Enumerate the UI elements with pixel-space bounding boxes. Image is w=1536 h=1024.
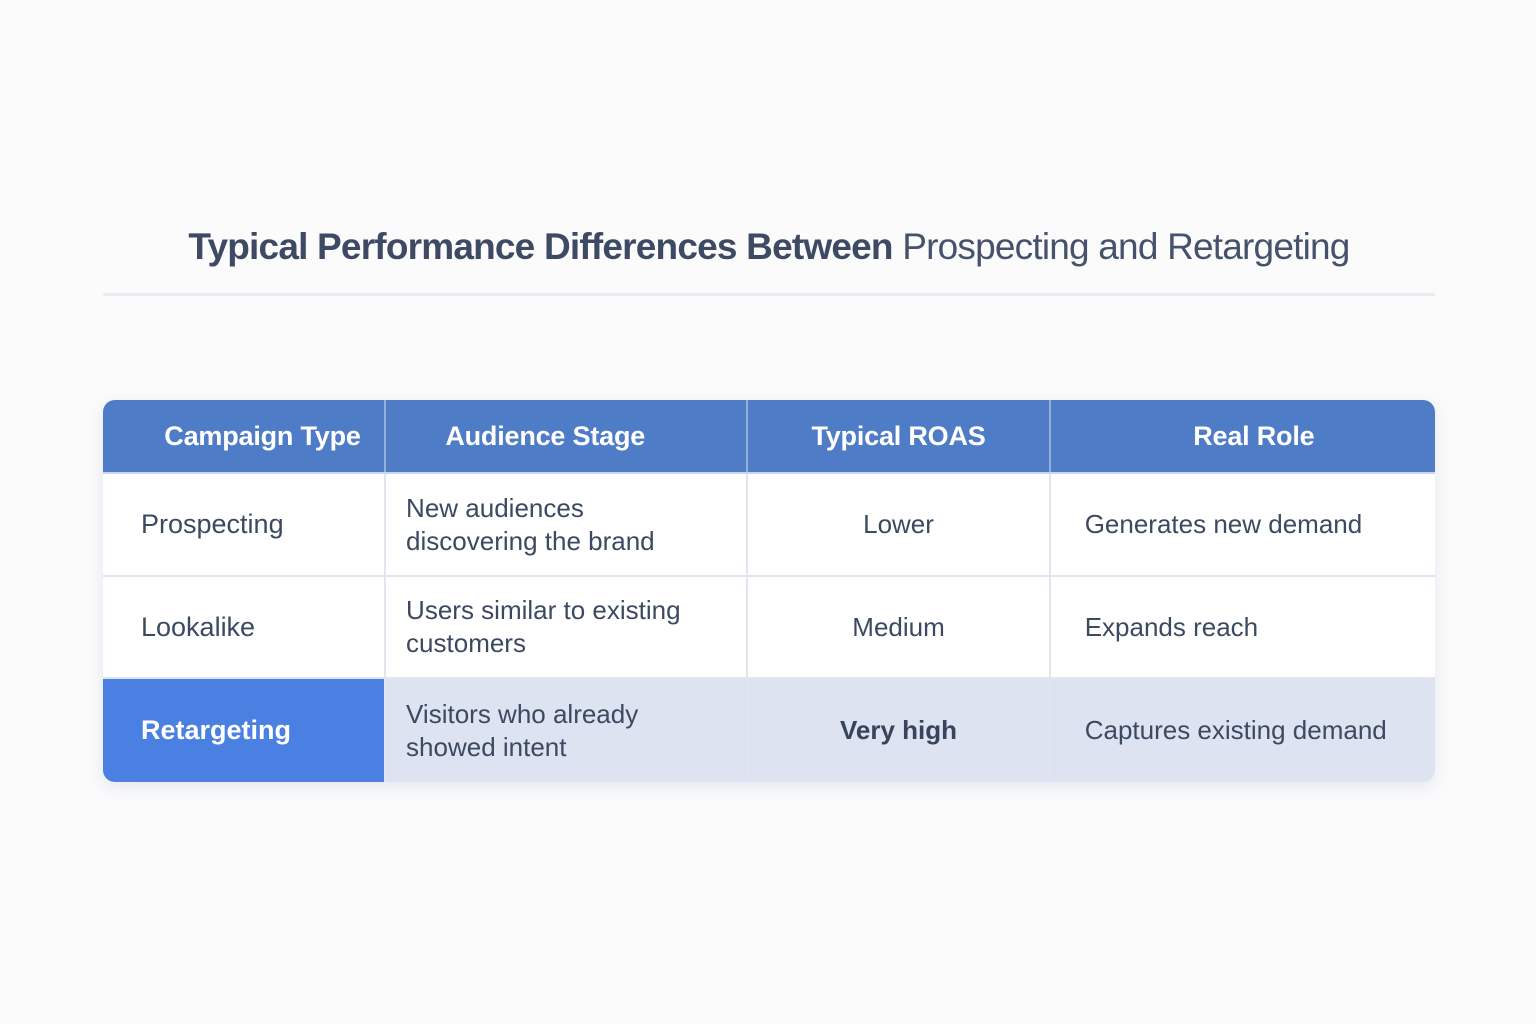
cell-retargeting-role: Captures existing demand: [1048, 679, 1435, 782]
table-body: Prospecting New audiences discovering th…: [103, 472, 1435, 782]
cell-prospecting-campaign: Prospecting: [141, 509, 284, 539]
cell-lookalike-campaign: Lookalike: [141, 611, 256, 642]
table-header-row: Campaign Type Audience Stage Typical ROA…: [103, 400, 1435, 472]
comparison-table: Campaign Type Audience Stage Typical ROA…: [103, 400, 1435, 782]
header-cell-real-role: Real Role: [1048, 400, 1435, 472]
title-divider: [103, 293, 1435, 296]
page-title-regular: Prospecting and Retargeting: [902, 226, 1350, 267]
table-row-lookalike: Lookalike Users similar to existing cust…: [103, 575, 1435, 677]
page-title-bold: Typical Performance Differences Between: [188, 226, 893, 267]
table-row-prospecting: Prospecting New audiences discovering th…: [103, 474, 1435, 575]
cell-retargeting-audience: Visitors who already showed intent: [384, 679, 746, 782]
cell-lookalike-audience: Users similar to existing customers: [384, 577, 746, 677]
cell-lookalike-roas: Medium: [746, 577, 1048, 677]
header-cell-campaign-type: Campaign Type: [164, 420, 361, 451]
header-cell-typical-roas: Typical ROAS: [746, 400, 1048, 472]
table-row-retargeting: Retargeting Visitors who already showed …: [103, 677, 1435, 782]
cell-retargeting-roas: Very high: [746, 679, 1048, 782]
cell-retargeting-campaign: Retargeting: [103, 679, 385, 782]
cell-prospecting-role: Generates new demand: [1048, 474, 1435, 575]
cell-prospecting-audience: New audiences discovering the brand: [384, 474, 746, 575]
header-cell-audience-stage: Audience Stage: [384, 400, 746, 472]
cell-lookalike-role: Expands reach: [1048, 577, 1435, 677]
cell-prospecting-roas: Lower: [746, 474, 1048, 575]
page-title: Typical Performance Differences Between …: [103, 226, 1435, 268]
